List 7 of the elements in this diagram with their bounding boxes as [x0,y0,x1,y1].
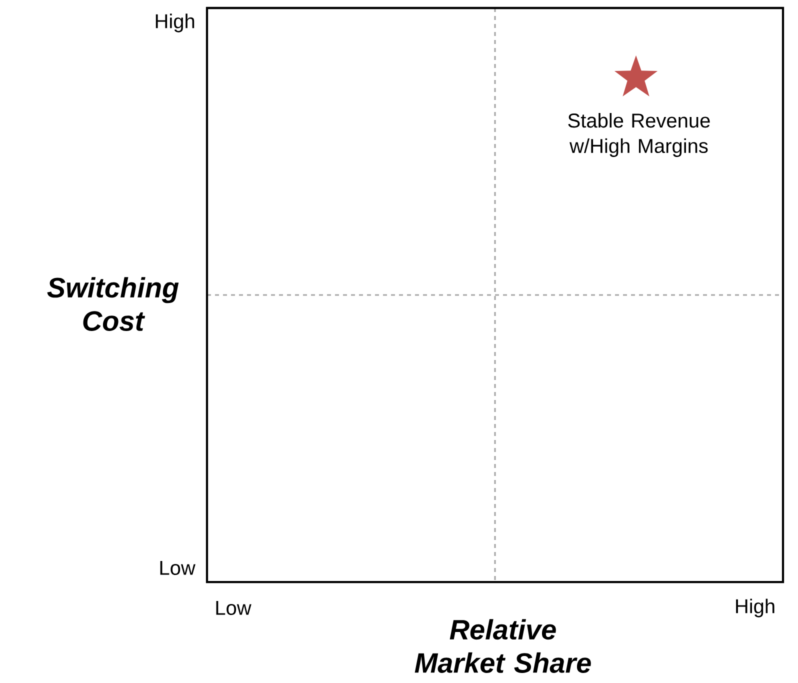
axis-tick-label: Low [160,561,196,575]
axis-title: Switching Cost [47,277,179,331]
axis-tick-label: Low [216,601,252,615]
axis-title: Relative Market Share [414,619,591,673]
axis-tick-label: High [736,598,774,618]
annotation-text: Stable Revenue w/High Margins [568,113,710,157]
axis-tick-label: High [156,14,194,32]
